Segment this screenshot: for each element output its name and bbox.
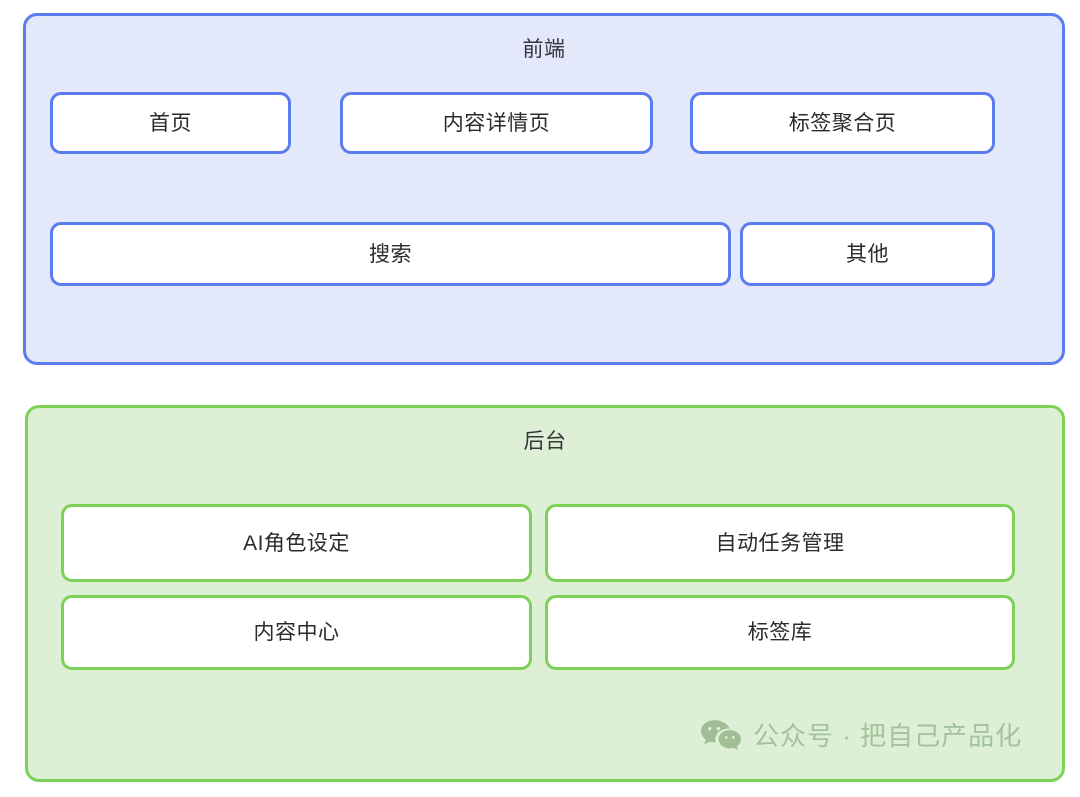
- node-search[interactable]: 搜索: [50, 222, 731, 286]
- group-frontend: 前端 首页 内容详情页 标签聚合页 搜索 其他: [23, 13, 1065, 365]
- watermark: 公众号 · 把自己产品化: [700, 719, 1022, 753]
- node-tag-library[interactable]: 标签库: [545, 595, 1015, 670]
- wechat-icon: [700, 719, 742, 753]
- node-content-center[interactable]: 内容中心: [61, 595, 532, 670]
- node-home[interactable]: 首页: [50, 92, 291, 154]
- group-frontend-title: 前端: [522, 38, 566, 61]
- node-content-detail-page[interactable]: 内容详情页: [340, 92, 653, 154]
- watermark-text: 公众号 · 把自己产品化: [753, 721, 1023, 751]
- node-automatic-task-management[interactable]: 自动任务管理: [545, 504, 1015, 582]
- group-backend: 后台 AI角色设定 自动任务管理 内容中心 标签库 公众号 · 把自己产品化: [25, 405, 1065, 782]
- node-tag-aggregation-page[interactable]: 标签聚合页: [690, 92, 995, 154]
- node-other[interactable]: 其他: [740, 222, 995, 286]
- node-ai-role-settings[interactable]: AI角色设定: [61, 504, 532, 582]
- group-backend-title: 后台: [523, 430, 567, 453]
